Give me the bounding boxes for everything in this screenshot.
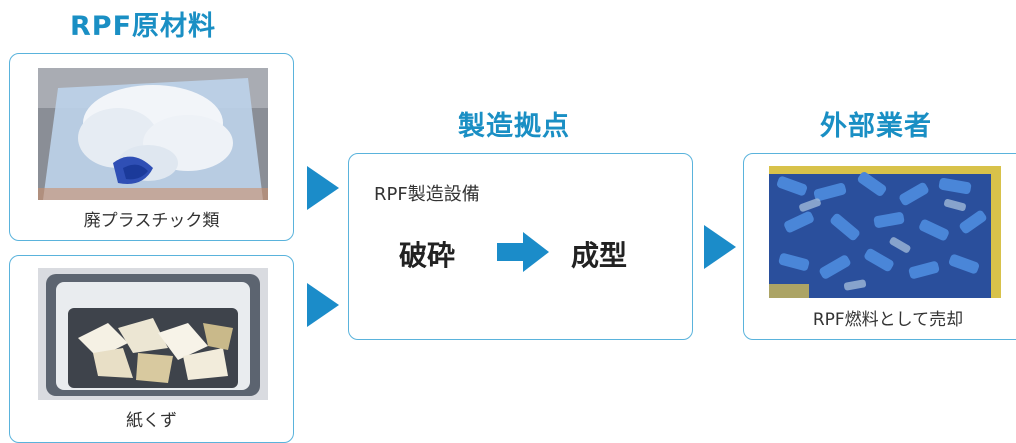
paper-waste-photo — [38, 268, 268, 400]
manufacturing-card: RPF製造設備 破砕 成型 — [348, 153, 693, 340]
raw-materials-heading: RPF原材料 — [70, 11, 217, 42]
external-caption: RPF燃料として売却 — [812, 310, 964, 330]
process-arrow-icon — [497, 232, 549, 272]
paper-waste-caption: 紙くず — [126, 411, 177, 431]
plastic-waste-caption: 廃プラスチック類 — [83, 211, 220, 231]
external-heading: 外部業者 — [820, 111, 932, 142]
step-mold: 成型 — [571, 239, 628, 272]
manufacturing-heading: 製造拠点 — [458, 111, 570, 142]
step-crush: 破砕 — [399, 239, 456, 272]
rpf-fuel-photo — [769, 166, 1001, 298]
paper-waste-card: 紙くず — [9, 255, 294, 443]
external-card: RPF燃料として売却 — [743, 153, 1016, 340]
arrow-paper-to-plant-icon — [307, 283, 339, 327]
arrow-plant-to-external-icon — [704, 225, 736, 269]
plastic-waste-photo — [38, 68, 268, 200]
equipment-label: RPF製造設備 — [374, 184, 480, 205]
plastic-waste-card: 廃プラスチック類 — [9, 53, 294, 241]
arrow-plastic-to-plant-icon — [307, 166, 339, 210]
